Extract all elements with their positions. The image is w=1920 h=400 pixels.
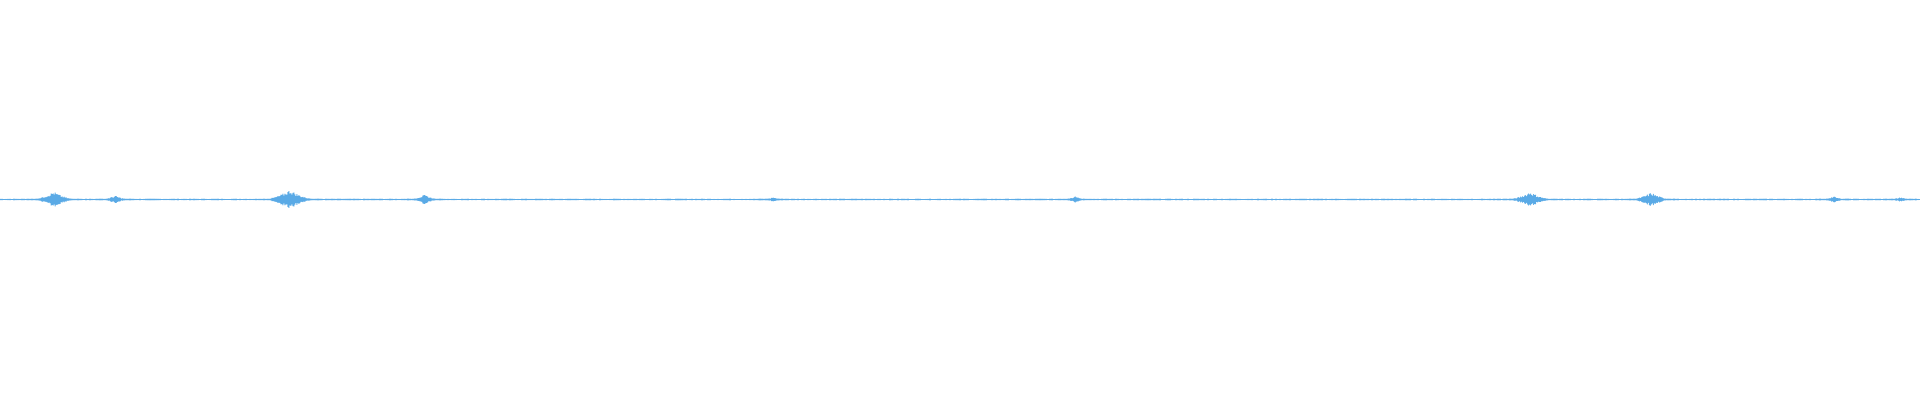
waveform-trace: [0, 190, 1920, 209]
waveform-burst: [25, 192, 82, 207]
waveform-burst: [1502, 193, 1559, 206]
waveform-burst: [1624, 193, 1677, 206]
waveform-burst: [1885, 197, 1916, 202]
waveform-burst: [95, 195, 134, 204]
waveform-burst: [257, 190, 323, 209]
waveform-burst: [1057, 196, 1093, 203]
waveform-burst: [403, 194, 446, 205]
waveform-burst: [758, 197, 789, 202]
waveform-burst: [1816, 196, 1852, 203]
